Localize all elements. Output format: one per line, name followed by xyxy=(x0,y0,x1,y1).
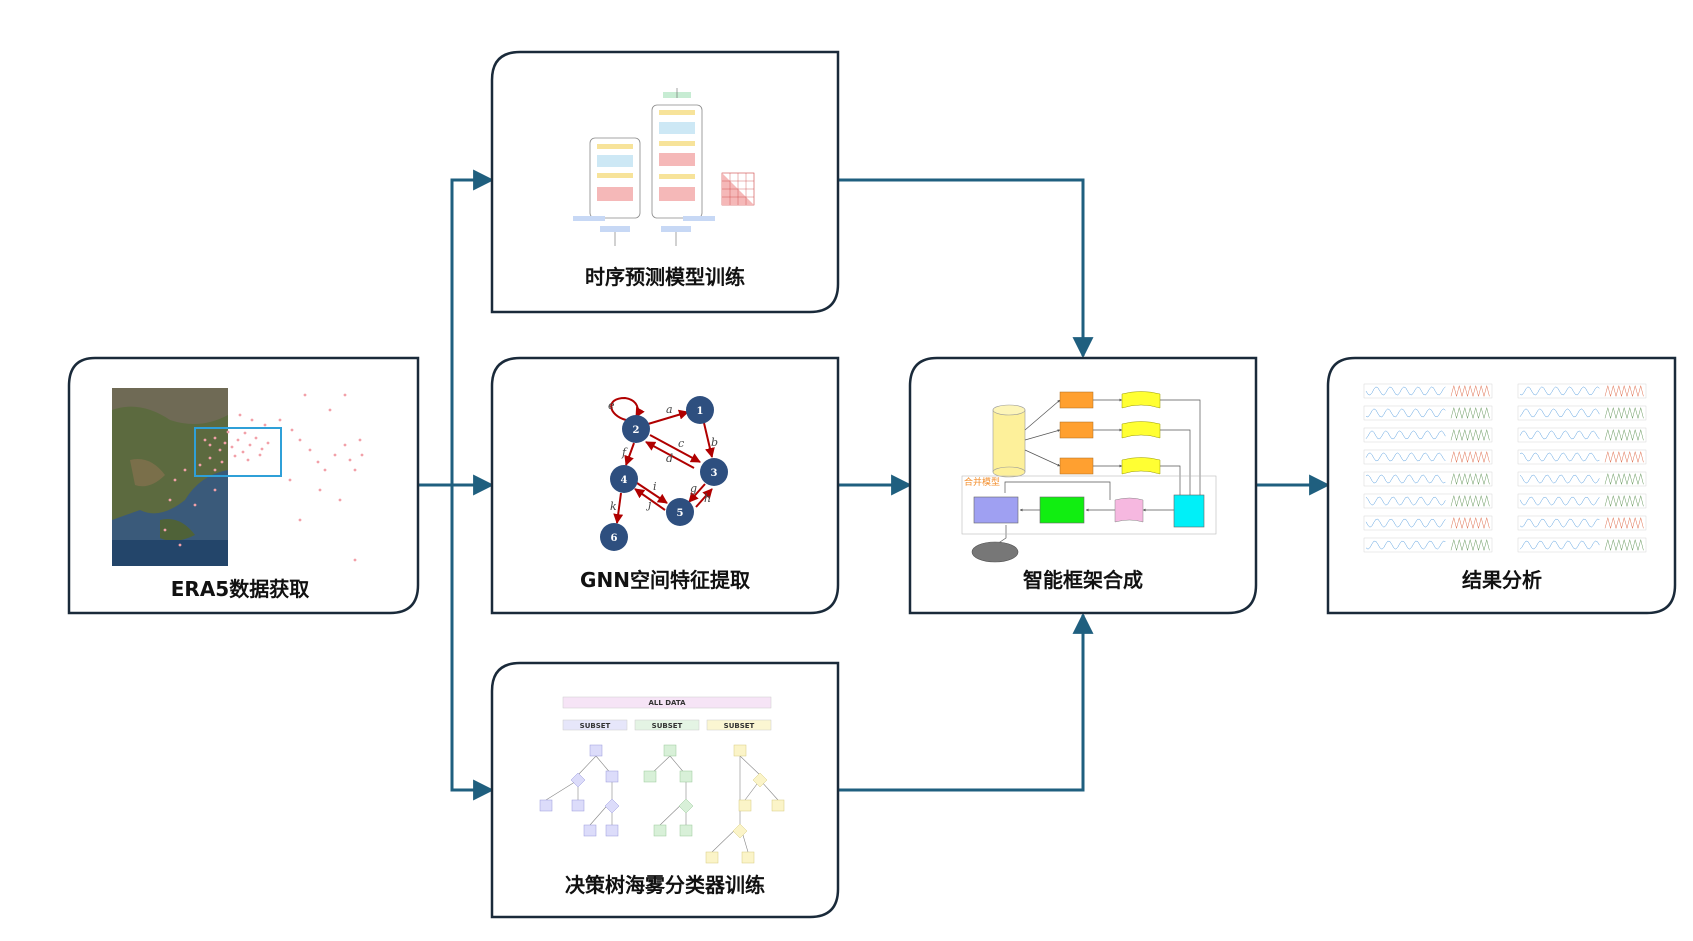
satellite-map-image xyxy=(112,388,364,566)
era5-title: ERA5数据获取 xyxy=(171,577,309,601)
decision-tree-image: ALL DATA SUBSET SUBSET SUBSET xyxy=(539,696,785,864)
timeseries-box: 时序预测模型训练 xyxy=(490,50,840,314)
graph-node-5 xyxy=(666,498,694,526)
edge-label-g: g xyxy=(690,482,697,495)
graph-node-4-label: 4 xyxy=(621,475,628,486)
result-series-line xyxy=(1365,408,1446,418)
edge-4-5 xyxy=(636,482,668,504)
merge-label: 合并模型 xyxy=(964,476,1000,488)
edge-label-a: a xyxy=(666,403,673,416)
gnn-box: 1 2 3 4 5 6 a b c d e f g h i j k GNN空间特… xyxy=(490,356,840,615)
arrow-era5-to-decision-tree xyxy=(450,485,495,801)
edge-label-h: h xyxy=(704,492,711,505)
graph-node-5-label: 5 xyxy=(677,508,684,519)
decision-tree-box: ALL DATA SUBSET SUBSET SUBSET xyxy=(490,661,840,919)
edge-2-4 xyxy=(624,442,635,466)
graph-node-6-label: 6 xyxy=(611,533,618,544)
result-series-line xyxy=(1519,496,1600,506)
result-series-line xyxy=(1450,384,1490,398)
result-series-line xyxy=(1604,516,1644,530)
all-data-bar xyxy=(562,696,772,709)
graph-node-3-label: 3 xyxy=(711,468,718,479)
edge-5-4 xyxy=(634,488,666,511)
database-icon xyxy=(992,404,1026,478)
result-series-line xyxy=(1450,494,1490,508)
result-series-line xyxy=(1519,386,1600,396)
result-series-line xyxy=(1519,452,1600,462)
results-box: 结果分析 xyxy=(1326,356,1677,615)
subset-label-3: SUBSET xyxy=(724,722,755,730)
edge-label-e: e xyxy=(608,399,615,412)
result-series-line xyxy=(1604,450,1644,464)
edge-2-3 xyxy=(649,434,701,463)
result-series-line xyxy=(1604,472,1644,486)
result-series-line xyxy=(1365,386,1446,396)
edge-4-6 xyxy=(613,492,624,524)
edge-label-b: b xyxy=(711,436,718,449)
edge-2-2-loop xyxy=(610,396,645,421)
framework-title: 智能框架合成 xyxy=(1023,568,1143,592)
gnn-graph: 1 2 3 4 5 6 a b c d e f g h i j k xyxy=(600,396,728,551)
arrow-timeseries-to-framework xyxy=(838,178,1094,359)
subset-label-1: SUBSET xyxy=(580,722,611,730)
result-series-line xyxy=(1519,518,1600,528)
edge-label-f: f xyxy=(621,446,628,459)
edge-1-3 xyxy=(703,422,715,458)
result-series-line xyxy=(1450,516,1490,530)
transformer-architecture-image xyxy=(573,88,755,246)
result-series-line xyxy=(1604,406,1644,420)
merge-region xyxy=(961,475,1217,535)
edge-3-5 xyxy=(688,483,706,503)
result-series-line xyxy=(1519,474,1600,484)
graph-node-2-label: 2 xyxy=(633,425,640,436)
result-series-line xyxy=(1450,472,1490,486)
result-series-line xyxy=(1519,408,1600,418)
graph-node-6 xyxy=(600,523,628,551)
result-series-line xyxy=(1450,406,1490,420)
result-series-line xyxy=(1604,428,1644,442)
all-data-label: ALL DATA xyxy=(648,699,686,707)
gnn-title: GNN空间特征提取 xyxy=(580,568,750,592)
era5-box: ERA5数据获取 xyxy=(67,356,420,615)
graph-node-4 xyxy=(610,465,638,493)
result-series-line xyxy=(1365,496,1446,506)
result-series-line xyxy=(1450,428,1490,442)
result-series-line xyxy=(1365,474,1446,484)
edge-3-2 xyxy=(645,441,695,469)
framework-flow-image: 合并模型 xyxy=(961,391,1217,563)
result-series-line xyxy=(1604,538,1644,552)
edge-label-k: k xyxy=(610,500,617,513)
graph-node-1 xyxy=(686,396,714,424)
connector-arrows xyxy=(418,169,1331,801)
result-series-line xyxy=(1365,540,1446,550)
edge-label-i: i xyxy=(653,480,657,493)
framework-box: 合并模型 智能框架合成 xyxy=(908,356,1258,615)
subset-label-2: SUBSET xyxy=(652,722,683,730)
results-plots-image xyxy=(1363,383,1647,553)
arrow-tree-to-framework xyxy=(838,612,1094,792)
edge-label-j: j xyxy=(645,498,652,511)
graph-node-1-label: 1 xyxy=(697,406,704,417)
result-series-line xyxy=(1365,518,1446,528)
result-series-line xyxy=(1450,538,1490,552)
result-series-line xyxy=(1450,450,1490,464)
graph-node-2 xyxy=(622,415,650,443)
decision-tree-title: 决策树海雾分类器训练 xyxy=(565,873,765,897)
attention-matrix-image xyxy=(721,172,755,206)
result-series-line xyxy=(1365,452,1446,462)
arrow-era5-to-timeseries xyxy=(418,169,495,487)
edge-label-c: c xyxy=(678,437,684,450)
result-series-line xyxy=(1604,494,1644,508)
edge-label-d: d xyxy=(666,452,673,465)
result-series-line xyxy=(1604,384,1644,398)
result-series-line xyxy=(1365,430,1446,440)
graph-node-3 xyxy=(700,458,728,486)
result-series-line xyxy=(1519,430,1600,440)
timeseries-title: 时序预测模型训练 xyxy=(585,265,745,289)
edge-5-3 xyxy=(695,488,713,508)
results-title: 结果分析 xyxy=(1462,568,1542,592)
edge-2-1 xyxy=(647,409,689,425)
result-series-line xyxy=(1519,540,1600,550)
